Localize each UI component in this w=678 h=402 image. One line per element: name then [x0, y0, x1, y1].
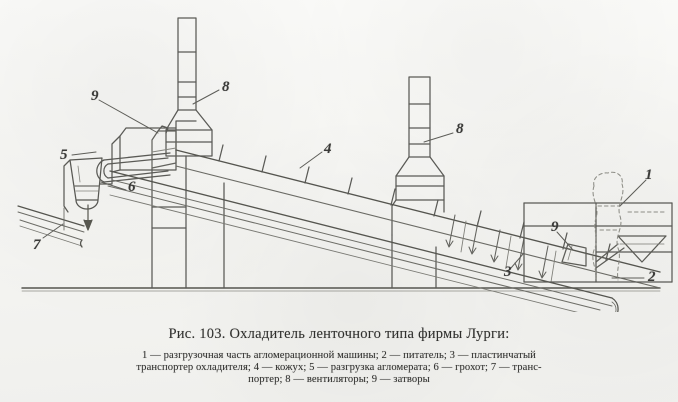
ground-line [21, 287, 661, 292]
callout-8-right: 8 [456, 121, 464, 137]
legend-line-3: портер; 8 — вентиляторы; 9 — затворы [248, 373, 430, 385]
legend-line-1: 1 — разгрузочная часть агломерационной м… [142, 350, 536, 361]
screen-grate [63, 157, 103, 213]
figure-caption: Рис. 103. Охладитель ленточного типа фир… [0, 312, 678, 402]
feeder-chute [617, 235, 667, 263]
callout-7: 7 [33, 237, 41, 253]
legend-line-2: транспортер охладителя; 4 — кожух; 5 — р… [136, 361, 542, 373]
fan-chimney-right [391, 76, 445, 236]
gate-left [151, 125, 177, 169]
callout-6: 6 [128, 179, 136, 195]
plate-conveyor [107, 170, 619, 312]
callout-8-left: 8 [222, 79, 230, 95]
callout-leader-lines [42, 89, 647, 279]
gate-right [561, 243, 587, 267]
sinter-discharge-structure [523, 202, 673, 283]
belt-conveyor [17, 205, 85, 248]
cooler-casing [175, 144, 661, 289]
discharge-arrow [83, 204, 93, 231]
callout-4: 4 [324, 141, 332, 157]
fan-chimney-left [165, 17, 213, 157]
caption-legend: 1 — разгрузочная часть агломерационной м… [14, 350, 664, 385]
support-columns-mid [391, 234, 437, 289]
callout-1: 1 [645, 167, 653, 183]
airflow-arrows [445, 214, 557, 283]
caption-title: Рис. 103. Охладитель ленточного типа фир… [168, 326, 510, 342]
callout-9-left: 9 [91, 88, 99, 104]
callout-3: 3 [504, 264, 512, 280]
material-flow-stream [592, 171, 667, 281]
callout-5: 5 [60, 147, 68, 163]
callout-2: 2 [648, 269, 656, 285]
callout-9-right: 9 [551, 219, 559, 235]
upper-drum-pulley [96, 152, 171, 183]
technical-diagram: 9 8 5 6 7 4 8 1 9 3 2 [17, 17, 673, 312]
